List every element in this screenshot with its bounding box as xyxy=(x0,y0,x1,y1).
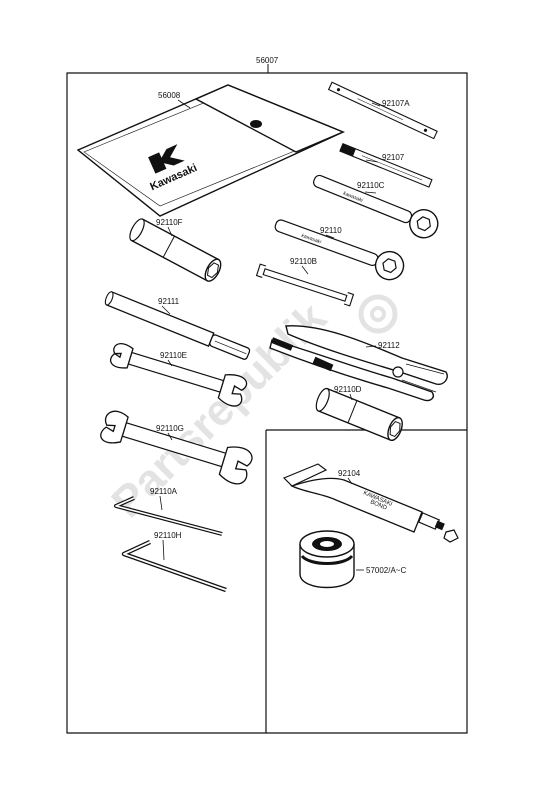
label-92110G: 92110G xyxy=(156,424,184,433)
leader-92107 xyxy=(365,159,379,163)
leader-92110A xyxy=(159,495,163,511)
leader-92110F xyxy=(167,226,173,237)
leader-92112 xyxy=(365,345,377,348)
thread-lock-tube: KAWASAKI BOND xyxy=(282,463,459,543)
tool-pouch: Kawasaki xyxy=(76,84,345,217)
open-wrench-e xyxy=(109,343,248,407)
label-92110: 92110 xyxy=(320,226,342,235)
label-92110H: 92110H xyxy=(154,531,182,540)
leader-92110E xyxy=(167,359,173,367)
leader-92110 xyxy=(325,234,335,239)
label-92110E: 92110E xyxy=(160,351,187,360)
label-92111: 92111 xyxy=(158,297,180,306)
label-92107: 92107 xyxy=(382,153,405,162)
label-92110A: 92110A xyxy=(150,487,178,496)
leader-92110C xyxy=(364,191,377,194)
pliers xyxy=(269,325,448,402)
label-56008: 56008 xyxy=(158,91,181,100)
spoke-wrench: kawasaki xyxy=(313,174,439,239)
wrench-92110: kawasaki xyxy=(274,219,405,281)
label-57002: 57002/A~C xyxy=(366,566,406,575)
assembly-frame xyxy=(66,72,468,734)
label-92107A: 92107A xyxy=(382,99,410,108)
leader-92104 xyxy=(347,477,353,485)
label-92110D: 92110D xyxy=(334,385,362,394)
leader-92107A xyxy=(371,102,381,107)
label-92112: 92112 xyxy=(378,341,400,350)
leader-92110H xyxy=(162,539,165,561)
label-92110C: 92110C xyxy=(357,181,385,190)
screwdriver xyxy=(339,142,433,188)
leader-92111 xyxy=(161,305,171,315)
leader-56008 xyxy=(177,99,191,109)
hex-key-h xyxy=(121,540,227,593)
socket-wrench-f xyxy=(129,218,222,282)
leader-92110G xyxy=(167,432,173,441)
label-92110B: 92110B xyxy=(290,257,317,266)
watermark-gear-icon xyxy=(358,294,398,334)
label-92110F: 92110F xyxy=(156,218,183,227)
open-wrench-g xyxy=(100,410,253,485)
leader-92110D xyxy=(349,393,353,401)
leader-92110B xyxy=(301,265,309,275)
label-56007: 56007 xyxy=(256,56,279,65)
hex-key-a xyxy=(114,496,223,536)
socket-wrench-d xyxy=(315,387,403,442)
tape-roll xyxy=(299,530,355,589)
label-92104: 92104 xyxy=(338,469,361,478)
screwdriver-short xyxy=(327,81,438,140)
thin-wrench xyxy=(255,263,355,307)
handle xyxy=(104,291,251,360)
